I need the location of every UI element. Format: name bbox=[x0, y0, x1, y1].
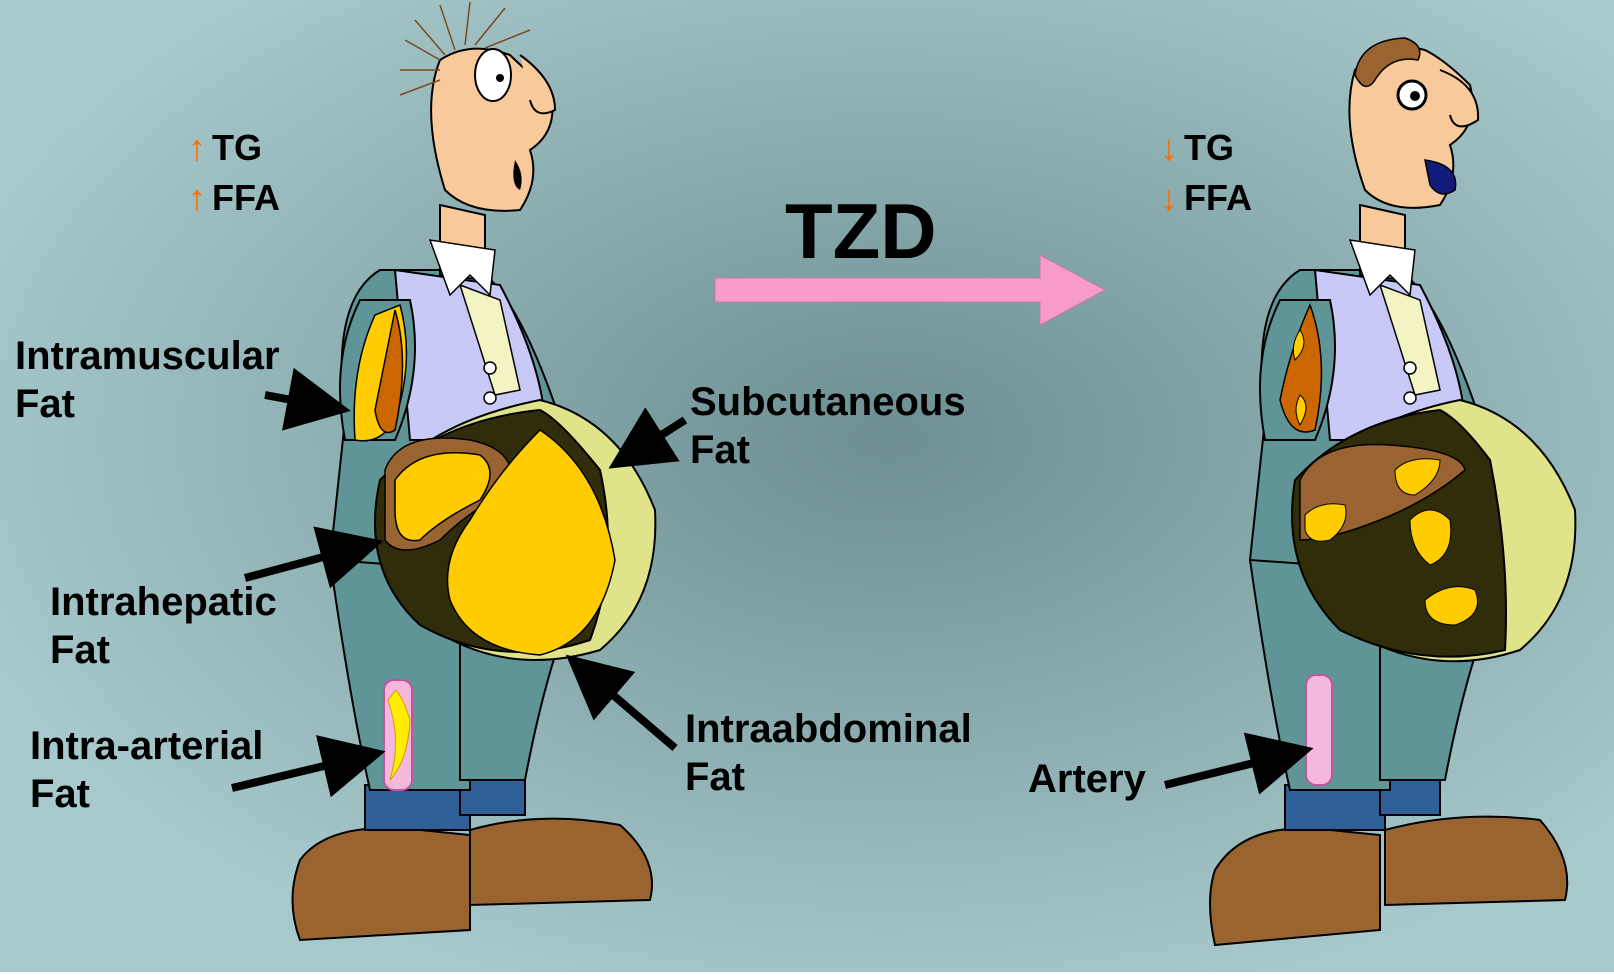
left-tg-label: TG bbox=[212, 127, 262, 168]
right-man-button-1 bbox=[1404, 362, 1416, 374]
label-intraabdominal-fat: Intraabdominal Fat bbox=[685, 705, 972, 801]
left-man-front-shoe bbox=[470, 819, 652, 905]
left-ffa-indicator: ↑FFA bbox=[188, 176, 280, 219]
right-ffa-label: FFA bbox=[1184, 177, 1252, 218]
label-artery: Artery bbox=[1028, 755, 1146, 803]
right-tg-label: TG bbox=[1184, 127, 1234, 168]
right-artery bbox=[1306, 675, 1332, 785]
label-intramuscular-fat: Intramuscular Fat bbox=[15, 332, 280, 428]
left-man-sock bbox=[365, 785, 470, 830]
up-arrow-icon: ↑ bbox=[188, 127, 206, 168]
right-man-button-2 bbox=[1404, 392, 1416, 404]
left-ffa-label: FFA bbox=[212, 177, 280, 218]
tzd-treatment-label: TZD bbox=[785, 185, 937, 279]
right-man-front-shoe bbox=[1385, 817, 1567, 905]
right-tg-indicator: ↓TG bbox=[1160, 126, 1234, 169]
up-arrow-icon: ↑ bbox=[188, 177, 206, 218]
label-intrahepatic-fat: Intrahepatic Fat bbox=[50, 578, 277, 674]
left-tg-indicator: ↑TG bbox=[188, 126, 262, 169]
left-man-button-2 bbox=[484, 392, 496, 404]
down-arrow-icon: ↓ bbox=[1160, 177, 1178, 218]
left-man-back-shoe bbox=[293, 828, 471, 940]
left-man-pupil bbox=[496, 74, 504, 82]
left-man-eye bbox=[475, 49, 511, 101]
label-subcutaneous-fat: Subcutaneous Fat bbox=[690, 378, 966, 474]
right-man-sock bbox=[1285, 785, 1385, 830]
right-man-pupil bbox=[1410, 91, 1420, 101]
down-arrow-icon: ↓ bbox=[1160, 127, 1178, 168]
right-ffa-indicator: ↓FFA bbox=[1160, 176, 1252, 219]
left-man-button-1 bbox=[484, 362, 496, 374]
label-intraarterial-fat: Intra-arterial Fat bbox=[30, 722, 263, 818]
